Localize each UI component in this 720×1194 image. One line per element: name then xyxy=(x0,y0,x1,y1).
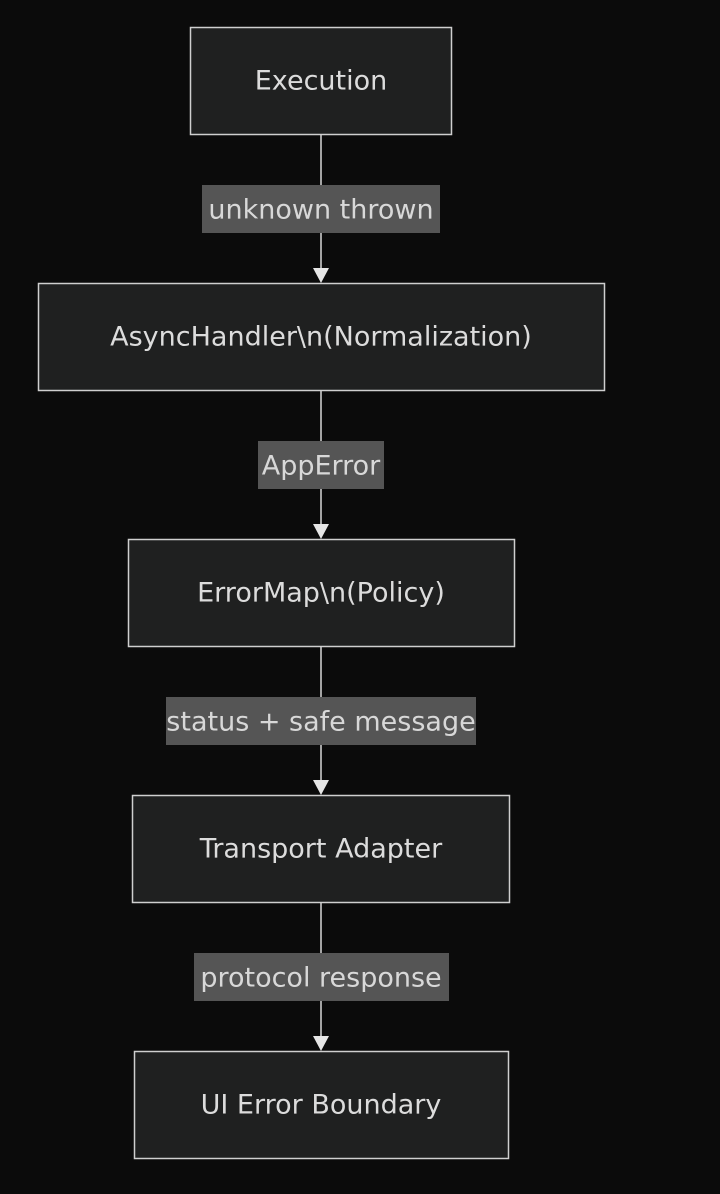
arrowhead-icon xyxy=(313,1036,329,1051)
node-ui-error-boundary[interactable]: UI Error Boundary xyxy=(133,1050,510,1160)
node-box xyxy=(37,282,606,392)
edge-execution-to-async-handler: unknown thrown xyxy=(202,135,440,283)
edge-label-background xyxy=(202,185,440,233)
node-label: Execution xyxy=(255,66,388,97)
node-label: Transport Adapter xyxy=(199,834,443,865)
node-error-map[interactable]: ErrorMap\n(Policy) xyxy=(127,538,516,648)
node-box xyxy=(189,26,453,136)
node-label: ErrorMap\n(Policy) xyxy=(197,578,445,609)
edge-label: status + safe message xyxy=(166,707,475,738)
node-label: AsyncHandler\n(Normalization) xyxy=(110,322,532,353)
edge-label-background xyxy=(166,697,476,745)
node-async-handler[interactable]: AsyncHandler\n(Normalization) xyxy=(37,282,606,392)
node-box xyxy=(131,794,511,904)
edge-label: protocol response xyxy=(200,963,441,994)
edge-error-map-to-transport-adapter: status + safe message xyxy=(166,647,476,795)
edge-label: unknown thrown xyxy=(208,195,433,226)
arrowhead-icon xyxy=(313,268,329,283)
edge-transport-adapter-to-ui-error-boundary: protocol response xyxy=(194,903,449,1051)
edge-label-background xyxy=(194,953,449,1001)
node-box xyxy=(133,1050,510,1160)
node-transport-adapter[interactable]: Transport Adapter xyxy=(131,794,511,904)
node-execution[interactable]: Execution xyxy=(189,26,453,136)
node-label: UI Error Boundary xyxy=(201,1090,442,1121)
edge-async-handler-to-error-map: AppError xyxy=(258,391,384,539)
edge-label-background xyxy=(258,441,384,489)
arrowhead-icon xyxy=(313,524,329,539)
edge-label: AppError xyxy=(262,451,381,482)
node-box xyxy=(127,538,516,648)
arrowhead-icon xyxy=(313,780,329,795)
